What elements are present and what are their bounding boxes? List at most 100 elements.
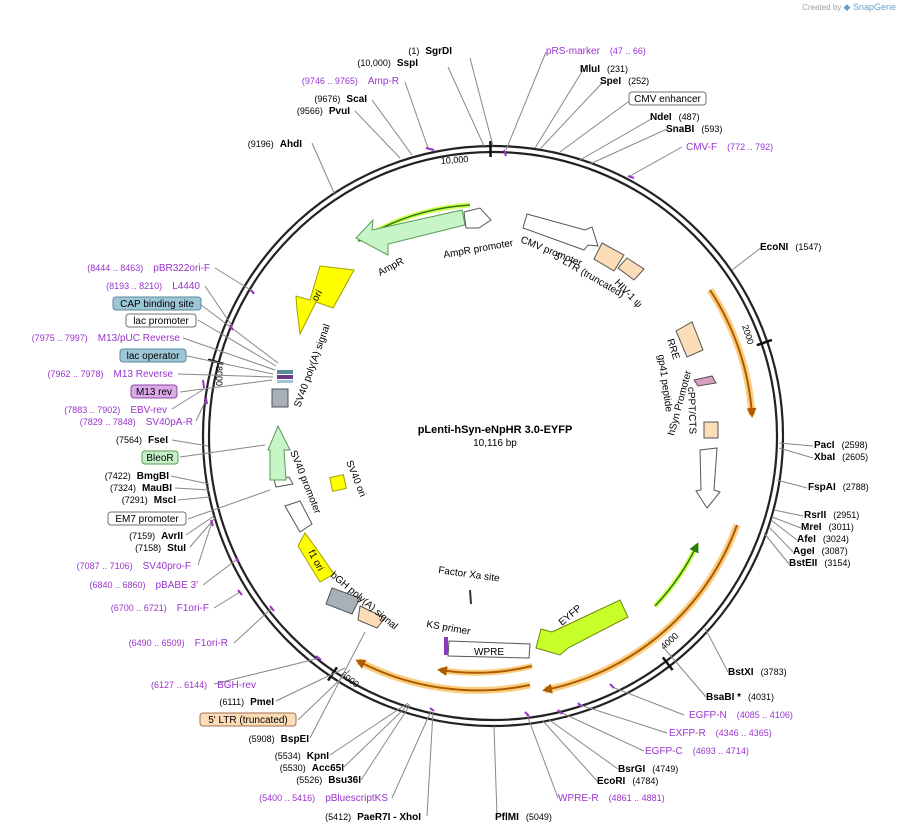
site-name: FseI (148, 435, 168, 446)
leader-maubi (174, 487, 210, 491)
feature-label-sv40-ori: SV40 ori (343, 459, 368, 499)
leader-lac-promoter (197, 319, 277, 367)
primer-egfp-n: EGFP-N(4085 .. 4106) (689, 710, 793, 721)
site-ecori: EcoRI(4784) (597, 776, 658, 787)
leader-ecori (542, 720, 599, 783)
primer-mark-exfp-r (577, 702, 583, 708)
site-position: (2788) (843, 482, 869, 492)
primer-mark-bgh (315, 655, 322, 661)
m13-block-b (277, 375, 293, 379)
site-name: BmgBI (137, 471, 169, 482)
boxed-label-frame (112, 296, 202, 311)
leader-ahdi (311, 142, 336, 196)
ampr-promoter-arrow (463, 207, 492, 229)
boxed-label-m13-rev: M13 rev (130, 384, 178, 399)
leader-lines (170, 51, 814, 817)
site-name: MreI (801, 522, 822, 533)
feature-shapes (267, 207, 721, 659)
primer-m13-reverse: M13 Reverse (7962 .. 7978) (47, 369, 173, 380)
site-mrei: MreI (3011) (801, 522, 854, 533)
primer-mark-amp-r (425, 147, 435, 151)
leader-mlui (534, 69, 584, 149)
boxed-label-cap-binding-site: CAP binding site (112, 296, 202, 311)
site-name: Bsu36I (328, 775, 361, 786)
leader-egfp-c (559, 711, 645, 752)
boxed-label-lac-operator: lac operator (119, 348, 187, 363)
site-position: (3011) (829, 522, 854, 532)
leader-paci (778, 442, 814, 447)
tick-mark (661, 656, 674, 671)
site-position: (7324) (110, 483, 136, 493)
site-bsabi: BsaBI *(4031) (706, 692, 774, 703)
primer-range: (7962 .. 7978) (47, 369, 103, 379)
boxed-label-em7-promoter: EM7 promoter (107, 511, 187, 526)
site-position: (1547) (795, 242, 821, 252)
site-name: SpeI (600, 76, 621, 87)
leader-msci (177, 496, 211, 501)
leader-m13-reverse (177, 373, 274, 378)
site-position: (3783) (761, 667, 787, 677)
site-name: PaeR7I - XhoI (357, 812, 421, 823)
boxed-label-text: lac operator (127, 351, 180, 362)
leader-pbr322 (214, 267, 255, 293)
cmv-promoter-arrow (522, 213, 599, 251)
restriction-site-labels: SgrDI(1)SspI(10,000)ScaI(9676)PvuI(9566)… (105, 46, 869, 823)
site-econi: EcoNI (1547) (760, 242, 821, 253)
primer-labels: pRS-marker(47 .. 66)Amp-R(9746 .. 9765)C… (32, 46, 793, 804)
site-position: (10,000) (357, 58, 391, 68)
site-name: PvuI (329, 106, 350, 117)
primer-name: F1ori-F (177, 603, 209, 614)
site-position: (3087) (822, 546, 848, 556)
ks-primer-mark (444, 637, 448, 655)
site-name: BsaBI * (706, 692, 741, 703)
plasmid-name: pLenti-hSyn-eNpHR 3.0-EYFP (418, 424, 573, 436)
leader-kpni (329, 702, 409, 756)
boxed-label-text: M13 rev (136, 387, 172, 398)
primer-name: BGH-rev (217, 680, 256, 691)
leader-bsrgi (547, 718, 619, 770)
primer-mark-ebv (202, 379, 205, 389)
primer-mark-f1ori-r (269, 605, 275, 612)
site-name: EcoNI (760, 242, 789, 253)
primer-range: (6840 .. 6860) (89, 580, 145, 590)
eyfp-arrow (535, 599, 629, 656)
primer-name: CMV-F (686, 142, 717, 153)
site-ndei: NdeI(487) (650, 112, 700, 123)
boxed-label-cmv-enhancer: CMV enhancer (628, 91, 707, 106)
site-name: MscI (154, 495, 176, 506)
leader-bsteii (763, 532, 790, 565)
created-by-label: Created by (802, 3, 842, 12)
primer-range: (6490 .. 6509) (129, 638, 185, 648)
rre-shape (675, 321, 704, 358)
primer-name: M13 Reverse (114, 369, 174, 380)
ori-arrow (295, 265, 355, 336)
leader-ebv-rev (171, 388, 205, 410)
boxed-label-text: EM7 promoter (115, 514, 179, 525)
primer-sv40pa-r: SV40pA-R(7829 .. 7848) (80, 417, 193, 428)
sv40-polya-shape (271, 388, 289, 408)
site-name: FspAI (808, 482, 836, 493)
primer-name: EGFP-C (645, 746, 683, 757)
leader-exfp-r (579, 704, 668, 734)
primer-l4440: L4440(8193 .. 8210) (106, 281, 200, 292)
sv40-promoter-arrow (284, 500, 313, 533)
site-pflmi: PflMI(5049) (495, 812, 552, 823)
site-stui: StuI(7158) (135, 543, 186, 554)
site-position: (5534) (275, 751, 301, 761)
leader-bgh-rev (213, 657, 321, 685)
boxed-label-bleor: BleoR (141, 450, 179, 465)
primer-name: pBluescriptKS (325, 793, 388, 804)
primer-range: (4693 .. 4714) (693, 746, 749, 756)
leader-prs-marker (505, 51, 547, 151)
site-bmgbi: BmgBI(7422) (105, 471, 169, 482)
snapgene-logo: ◆ SnapGene (843, 2, 896, 12)
site-position: (487) (679, 112, 700, 122)
primer-mark-prs (503, 149, 507, 157)
primer-name: pRS-marker (546, 46, 601, 57)
site-ahdi: AhdI(9196) (248, 139, 302, 150)
bgh-polya-shape (325, 587, 361, 615)
leader-paer7i (426, 711, 434, 817)
site-name: BsrGI (618, 764, 645, 775)
leader-wpre-r (526, 714, 559, 799)
